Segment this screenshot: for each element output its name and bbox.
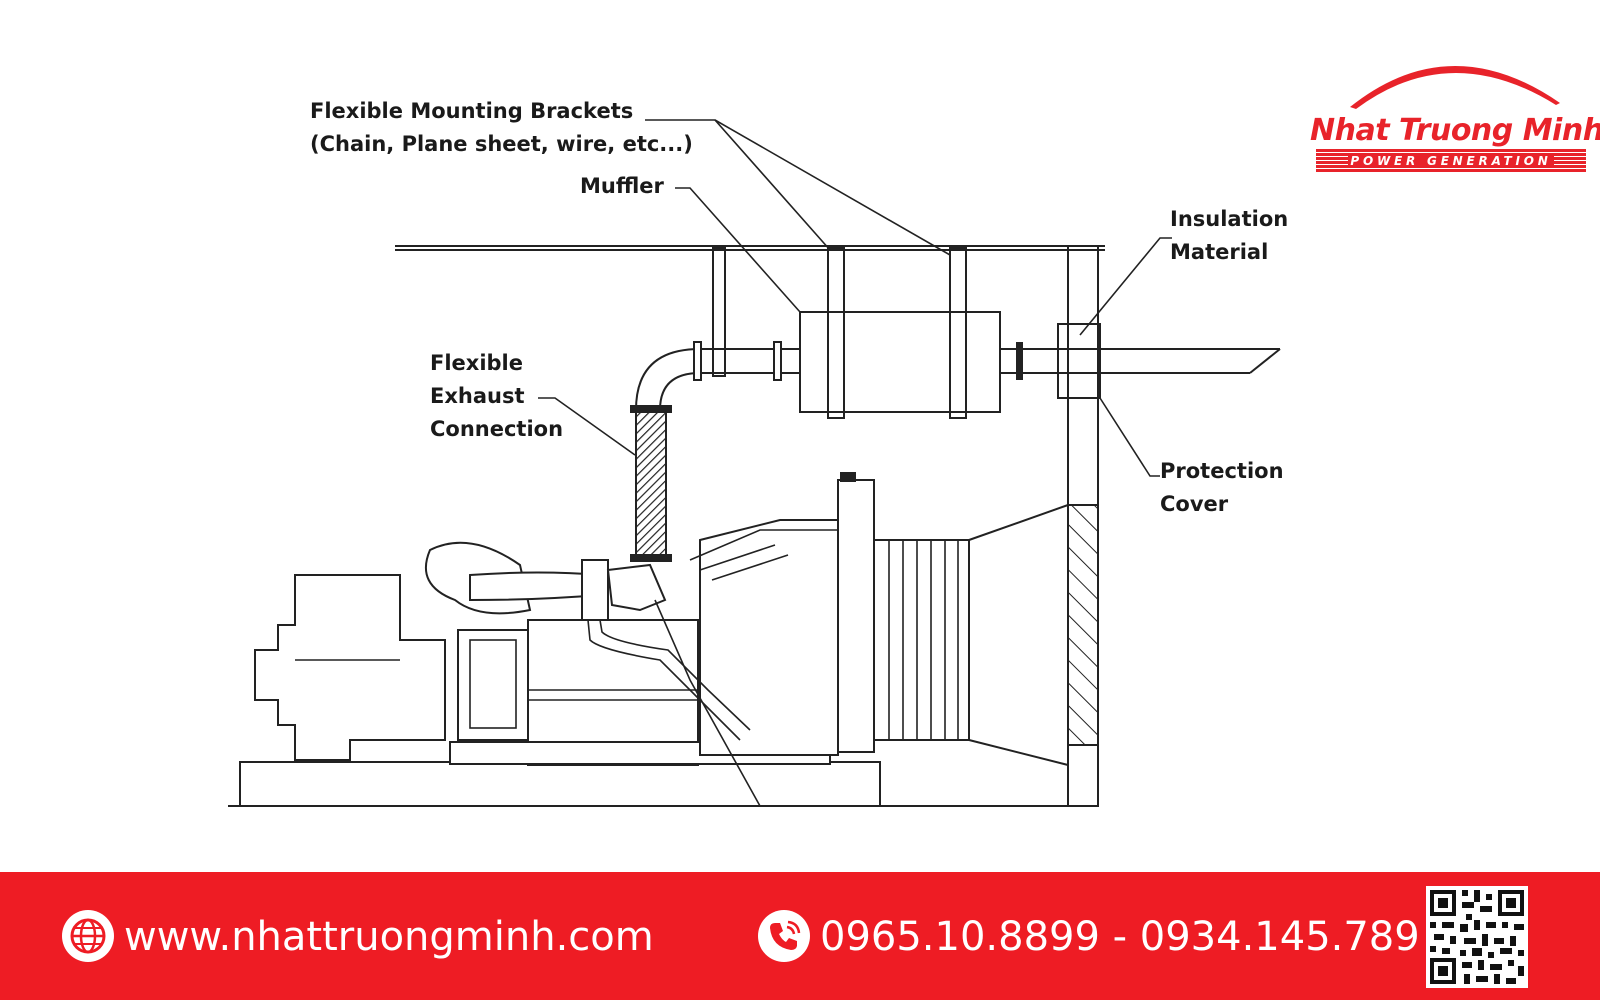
logo-swoosh: [1350, 65, 1560, 109]
label-flex-line3: Connection: [430, 417, 563, 441]
label-protection-line2: Cover: [1160, 492, 1229, 516]
label-insulation-line1: Insulation: [1170, 207, 1288, 231]
label-muffler: Muffler: [580, 174, 665, 198]
flexible-exhaust-connection: [630, 405, 672, 562]
label-flex-line2: Exhaust: [430, 384, 525, 408]
exhaust-system-diagram: Flexible Mounting Brackets (Chain, Plane…: [228, 99, 1288, 807]
phone-numbers[interactable]: 0965.10.8899 - 0934.145.789: [820, 914, 1420, 960]
qr-code[interactable]: [1426, 886, 1528, 988]
phone-icon: [758, 910, 810, 962]
label-insulation-line2: Material: [1170, 240, 1268, 264]
exhaust-pipe: [635, 323, 1281, 411]
building-structure: [228, 245, 1105, 807]
leader-lines: [538, 119, 1172, 477]
muffler-body: [799, 311, 1001, 413]
footer-bar: www.nhattruongminh.com 0965.10.8899 - 09…: [0, 872, 1600, 1000]
generator-set: [239, 472, 1069, 807]
logo-name: Nhat Truong Minh: [1310, 113, 1600, 148]
brand-logo: Nhat Truong Minh POWER GENERATION: [1310, 45, 1600, 185]
label-flex-line1: Flexible: [430, 351, 523, 375]
website-link[interactable]: www.nhattruongminh.com: [124, 914, 654, 960]
label-brackets-line1: Flexible Mounting Brackets: [310, 99, 633, 123]
labels: Flexible Mounting Brackets (Chain, Plane…: [310, 99, 1288, 516]
radiator-flange-bellows: [888, 540, 959, 740]
label-protection-line1: Protection: [1160, 459, 1284, 483]
muffler-strap-front: [827, 311, 845, 413]
label-brackets-line2: (Chain, Plane sheet, wire, etc...): [310, 132, 693, 156]
logo-tagline: POWER GENERATION: [1316, 149, 1586, 173]
globe-icon: [62, 910, 114, 962]
muffler-strap-back: [949, 311, 967, 413]
